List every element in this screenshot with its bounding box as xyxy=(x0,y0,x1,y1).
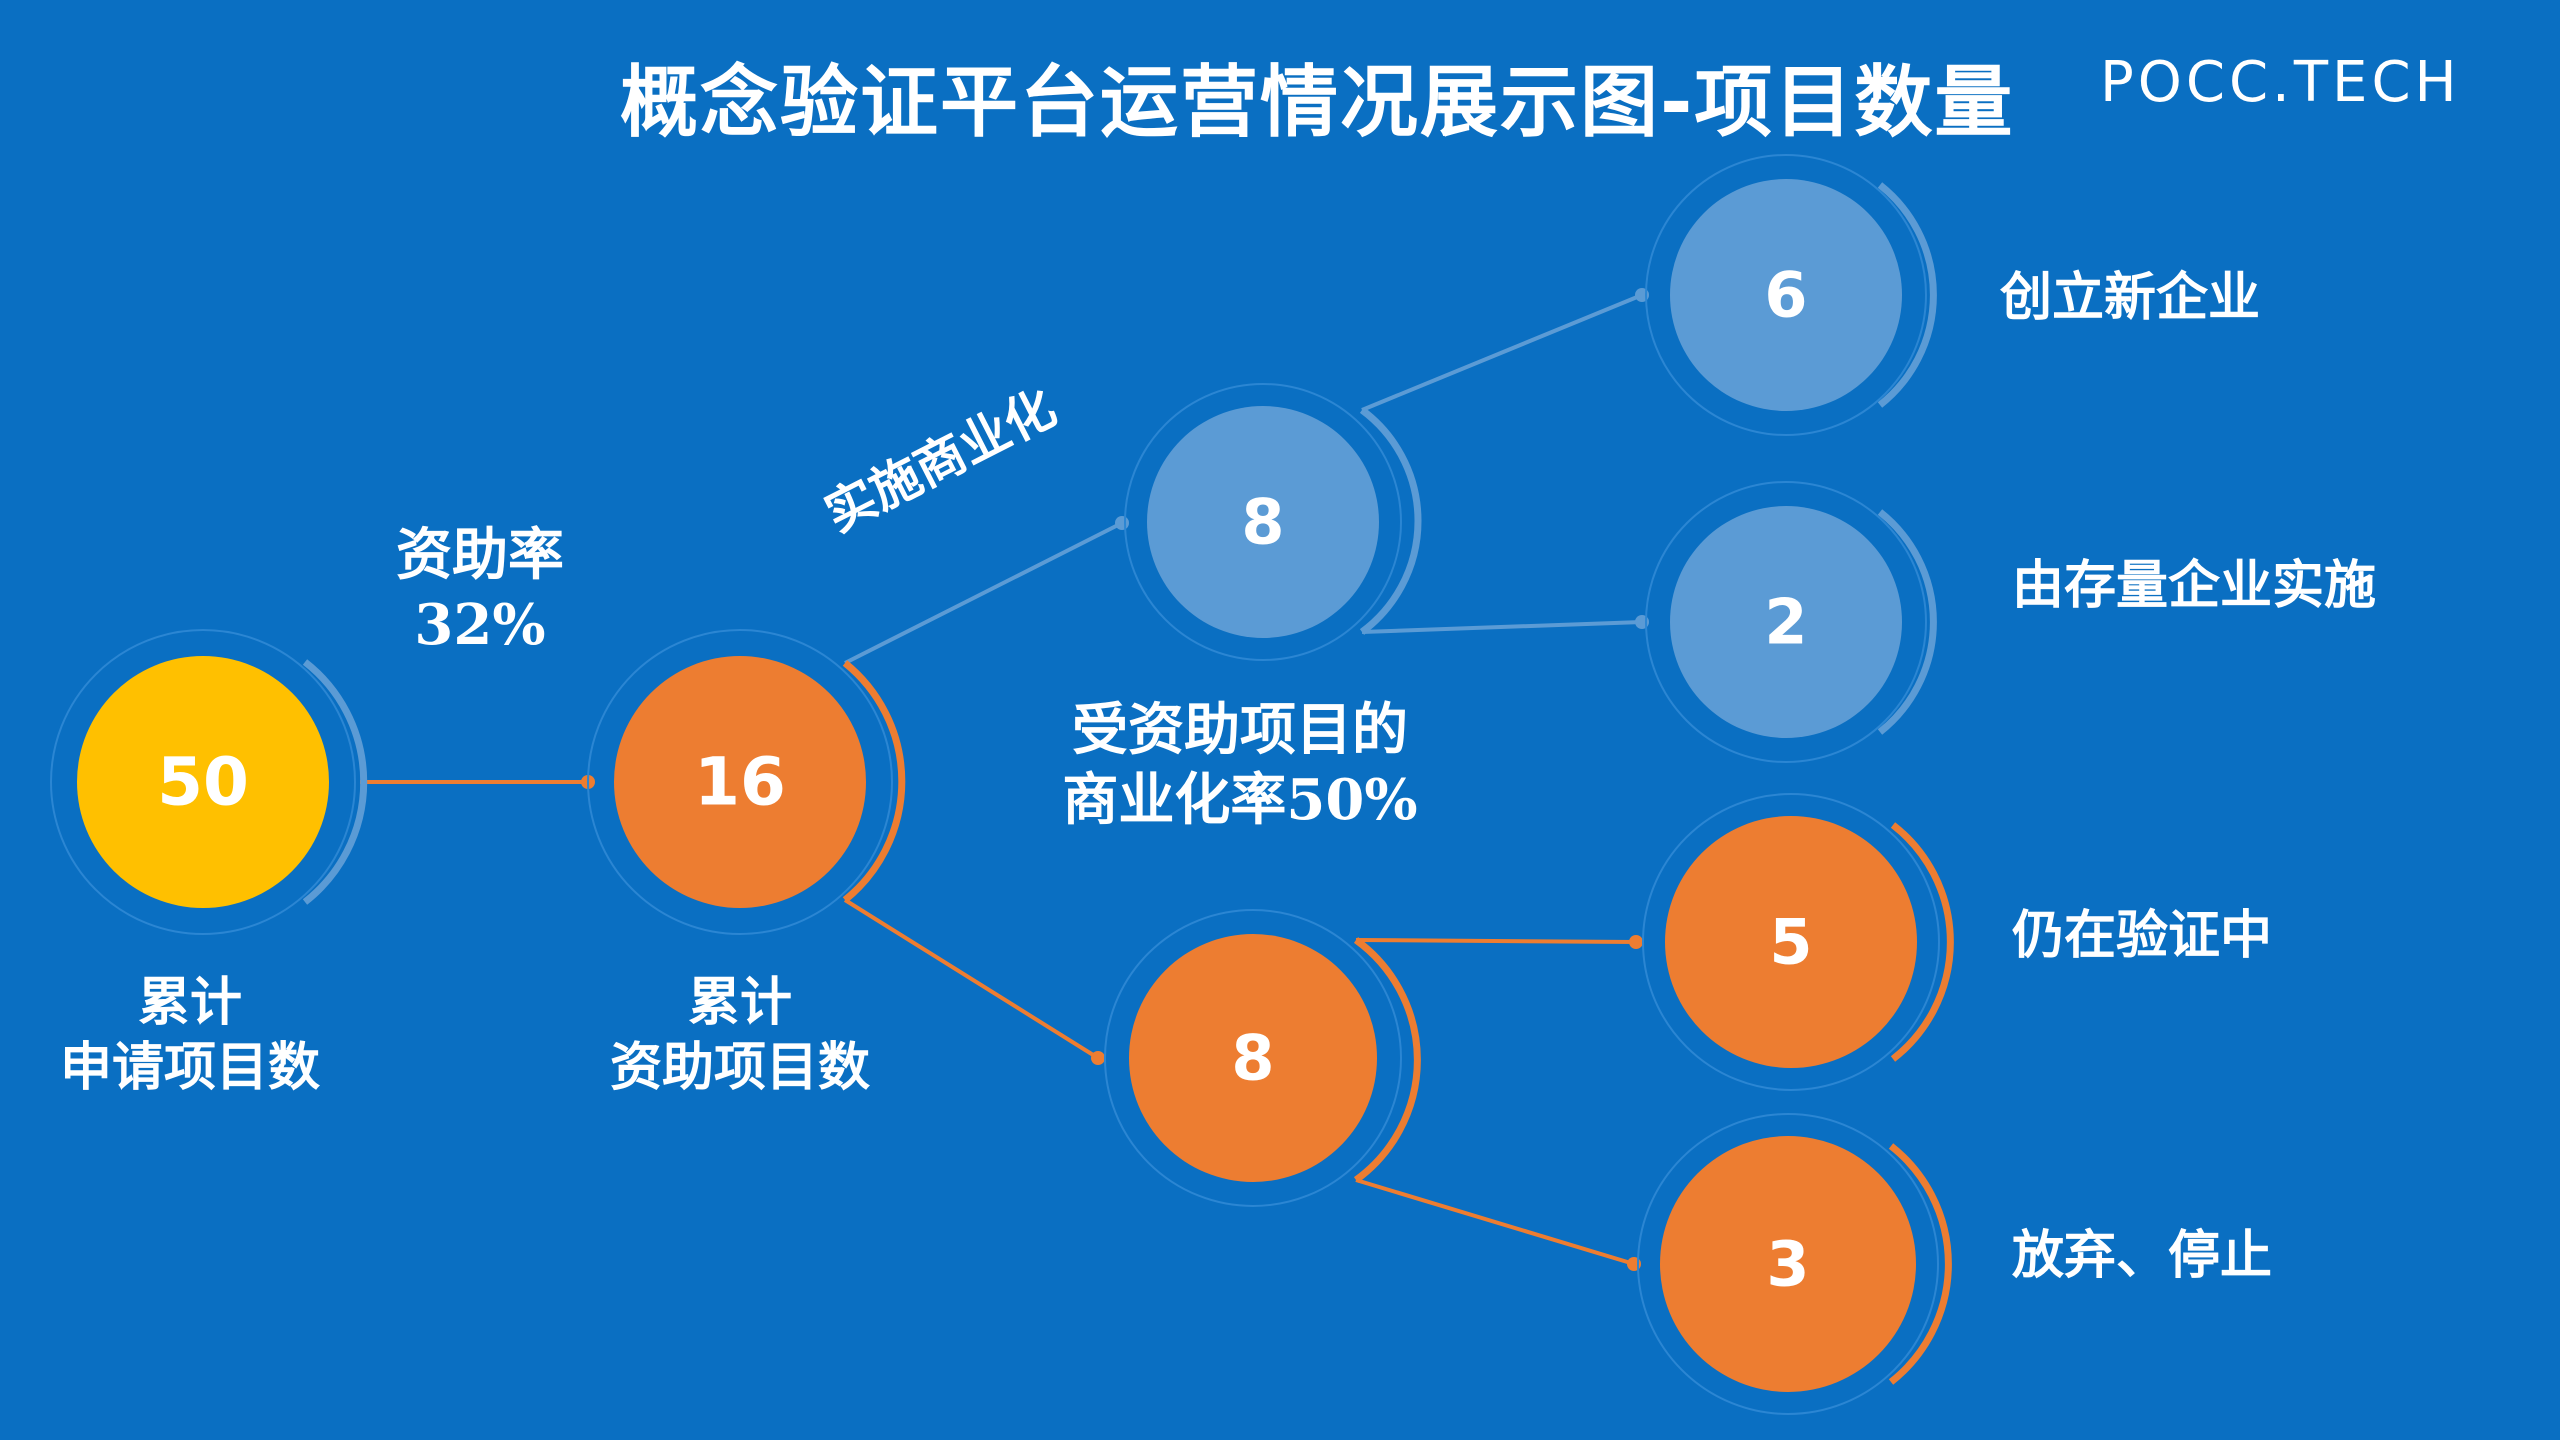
funding-rate-title: 资助率 xyxy=(396,522,564,588)
node-value: 5 xyxy=(1769,906,1812,979)
node-ring xyxy=(1642,793,1940,1091)
node-ring xyxy=(50,629,356,935)
funded-caption-line2: 资助项目数 xyxy=(609,1037,870,1098)
comm-rate-value: 商业化率50% xyxy=(1062,767,1418,833)
node-disc xyxy=(1147,406,1379,638)
node-disc xyxy=(1670,179,1902,411)
node-value: 2 xyxy=(1764,586,1807,659)
node-existing-company: 2 xyxy=(1645,481,1937,763)
node-value: 16 xyxy=(694,744,786,821)
node-disc xyxy=(1670,506,1902,738)
connector-dot xyxy=(1091,1051,1105,1065)
node-arc xyxy=(1890,822,1954,1062)
connector-noncomm-stopped xyxy=(1355,1178,1635,1266)
node-ring xyxy=(1645,154,1927,436)
node-applied: 50 xyxy=(50,629,368,935)
node-arc xyxy=(1359,407,1422,635)
funding-rate-label: 资助率 32% xyxy=(380,520,580,660)
funded-caption-line1: 累计 xyxy=(687,972,792,1033)
node-arc xyxy=(842,660,906,903)
node-value: 50 xyxy=(157,744,249,821)
commercialization-rate-label: 受资助项目的 商业化率50% xyxy=(1030,695,1450,835)
funded-caption: 累计 资助项目数 xyxy=(590,970,890,1100)
node-disc xyxy=(77,656,329,908)
node-value: 3 xyxy=(1766,1228,1809,1301)
node-arc xyxy=(1888,1143,1952,1385)
node-value: 6 xyxy=(1764,259,1807,332)
connector-noncomm-valid xyxy=(1355,938,1637,944)
stopped-label: 放弃、停止 xyxy=(2012,1225,2273,1286)
connector-funded-noncomm xyxy=(843,898,1100,1060)
node-validating: 5 xyxy=(1642,793,1954,1091)
applied-caption: 累计 申请项目数 xyxy=(40,970,340,1100)
node-disc xyxy=(614,656,866,908)
node-value: 8 xyxy=(1241,486,1284,559)
node-disc xyxy=(1660,1136,1916,1392)
node-stopped: 3 xyxy=(1637,1113,1952,1415)
brand-logo: POCC.TECH xyxy=(2100,50,2461,115)
applied-caption-line2: 申请项目数 xyxy=(59,1037,320,1098)
connector-comm-new xyxy=(1361,293,1643,412)
node-ring xyxy=(1104,909,1402,1207)
node-funded: 16 xyxy=(587,629,906,935)
comm-rate-title: 受资助项目的 xyxy=(1072,697,1408,763)
node-disc xyxy=(1129,934,1377,1182)
funding-rate-value: 32% xyxy=(414,592,546,658)
node-arc xyxy=(1353,937,1421,1183)
node-new-company: 6 xyxy=(1645,154,1937,436)
node-ring xyxy=(1645,481,1927,763)
validating-label: 仍在验证中 xyxy=(2012,905,2273,966)
node-arc xyxy=(302,659,368,905)
node-disc xyxy=(1665,816,1917,1068)
connector-dot xyxy=(1115,516,1129,530)
node-ring xyxy=(1637,1113,1939,1415)
node-commercialized: 8 xyxy=(1124,383,1422,661)
node-arc xyxy=(1877,509,1937,735)
node-ring xyxy=(1124,383,1402,661)
node-arc xyxy=(1877,182,1937,408)
existing-company-label: 由存量企业实施 xyxy=(2012,555,2377,616)
node-not-commercialized: 8 xyxy=(1104,909,1421,1207)
applied-caption-line1: 累计 xyxy=(137,972,242,1033)
connector-funded-comm xyxy=(844,521,1123,665)
node-value: 8 xyxy=(1231,1022,1274,1095)
new-company-label: 创立新企业 xyxy=(2000,267,2261,328)
connector-comm-existing xyxy=(1361,620,1643,634)
connector-dot xyxy=(1629,935,1643,949)
node-ring xyxy=(587,629,893,935)
page-title: 概念验证平台运营情况展示图-项目数量 xyxy=(620,58,2015,148)
